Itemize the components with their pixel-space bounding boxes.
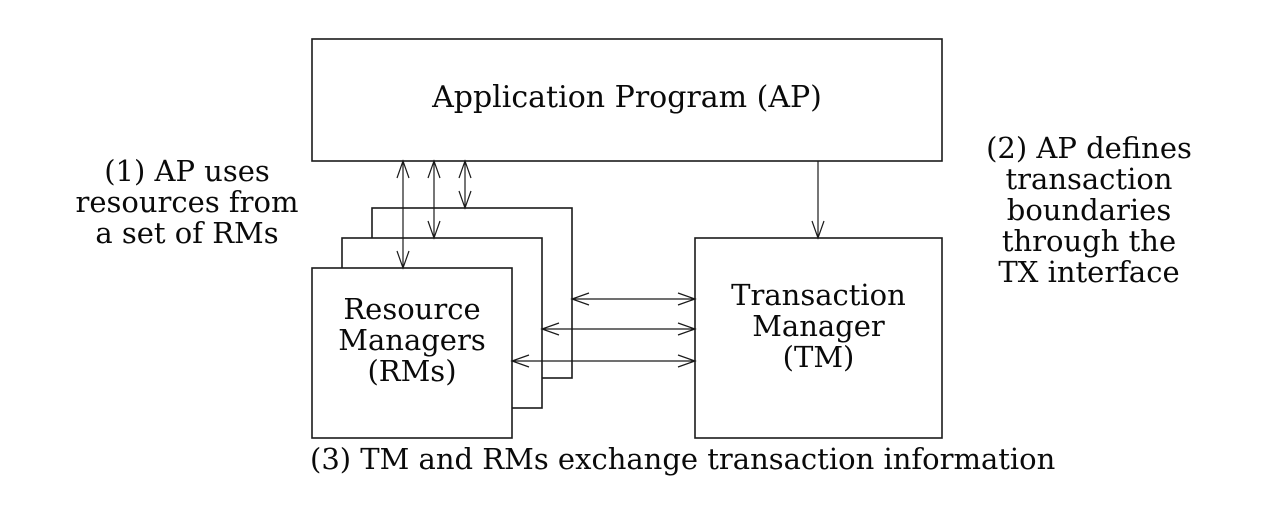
ap-box bbox=[311, 38, 943, 162]
rm-box-label: Resource Managers (RMs) bbox=[312, 294, 512, 387]
annotation-2-line3: boundaries bbox=[1006, 193, 1172, 227]
annotation-1-line3: a set of RMs bbox=[95, 216, 279, 250]
annotation-1-line2: resources from bbox=[75, 185, 299, 219]
annotation-2-line5: TX interface bbox=[998, 255, 1180, 289]
annotation-2: (2) AP defines transaction boundaries th… bbox=[964, 133, 1214, 288]
tm-box-label-line3: (TM) bbox=[782, 340, 855, 374]
tm-box-label-line1: Transaction bbox=[731, 278, 906, 312]
tm-box-label-line2: Manager bbox=[752, 309, 885, 343]
annotation-2-line2: transaction bbox=[1005, 162, 1173, 196]
annotation-3: (3) TM and RMs exchange transaction info… bbox=[310, 442, 1056, 476]
tm-box-label: Transaction Manager (TM) bbox=[695, 280, 942, 373]
annotation-2-line4: through the bbox=[1001, 224, 1177, 258]
annotation-1-line1: (1) AP uses bbox=[104, 154, 270, 188]
rm-box-label-line2: Managers bbox=[338, 323, 486, 357]
annotation-2-line1: (2) AP defines bbox=[986, 131, 1192, 165]
rm-box-label-line1: Resource bbox=[343, 292, 481, 326]
rm-box-label-line3: (RMs) bbox=[367, 354, 457, 388]
rm-box-front bbox=[311, 267, 513, 439]
annotation-1: (1) AP uses resources from a set of RMs bbox=[37, 156, 337, 249]
tm-box bbox=[694, 237, 943, 439]
ap-box-label: Application Program (AP) bbox=[432, 80, 822, 115]
